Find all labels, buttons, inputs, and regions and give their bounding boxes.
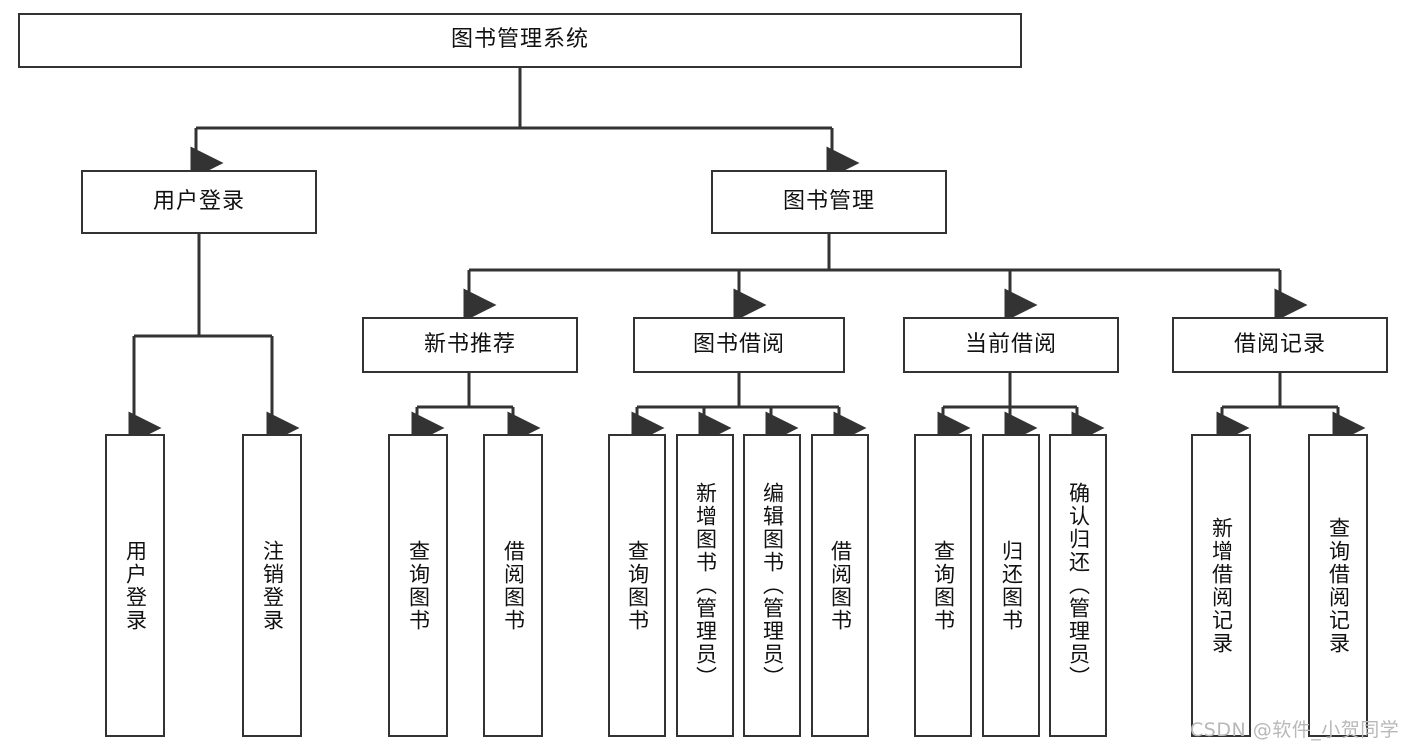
node-leaf-add-record[interactable]: 新增借阅记录 [1191, 434, 1251, 737]
node-leaf-add-book[interactable]: 新增图书（管理员） [676, 434, 734, 737]
node-book-manage-label: 图书管理 [782, 188, 875, 214]
node-leaf-return-book[interactable]: 归还图书 [982, 434, 1040, 737]
node-leaf-query-book-3[interactable]: 查询图书 [914, 434, 972, 737]
node-leaf-logout-label: 注销登录 [260, 539, 285, 632]
node-leaf-user-login[interactable]: 用户登录 [105, 434, 165, 737]
node-new-book-rec-label: 新书推荐 [423, 331, 516, 357]
node-leaf-query-book-2[interactable]: 查询图书 [608, 434, 666, 737]
node-leaf-borrow-book-2-label: 借阅图书 [828, 539, 853, 632]
node-user-login[interactable]: 用户登录 [81, 170, 317, 234]
node-leaf-borrow-book-1[interactable]: 借阅图书 [483, 434, 543, 737]
node-leaf-query-record-label: 查询借阅记录 [1326, 516, 1351, 655]
node-new-book-rec[interactable]: 新书推荐 [362, 317, 578, 373]
node-leaf-logout[interactable]: 注销登录 [242, 434, 302, 737]
node-leaf-query-book-2-label: 查询图书 [625, 539, 650, 632]
node-root[interactable]: 图书管理系统 [18, 13, 1022, 68]
node-borrow-record[interactable]: 借阅记录 [1172, 317, 1388, 373]
node-leaf-return-book-label: 归还图书 [999, 539, 1024, 632]
node-leaf-add-record-label: 新增借阅记录 [1209, 516, 1234, 655]
node-leaf-edit-book[interactable]: 编辑图书（管理员） [743, 434, 801, 737]
node-leaf-borrow-book-1-label: 借阅图书 [501, 539, 526, 632]
node-book-manage[interactable]: 图书管理 [711, 170, 947, 234]
node-current-borrow[interactable]: 当前借阅 [903, 317, 1119, 373]
node-leaf-query-book-3-label: 查询图书 [931, 539, 956, 632]
node-leaf-add-book-label: 新增图书（管理员） [693, 482, 718, 689]
node-leaf-confirm-return-label: 确认归还（管理员） [1066, 482, 1091, 689]
node-leaf-user-login-label: 用户登录 [123, 539, 148, 632]
node-book-borrow-label: 图书借阅 [692, 331, 785, 357]
node-leaf-query-book-1[interactable]: 查询图书 [388, 434, 448, 737]
node-leaf-confirm-return[interactable]: 确认归还（管理员） [1049, 434, 1107, 737]
node-leaf-query-record[interactable]: 查询借阅记录 [1308, 434, 1368, 737]
node-user-login-label: 用户登录 [152, 188, 245, 214]
node-leaf-query-book-1-label: 查询图书 [406, 539, 431, 632]
node-root-label: 图书管理系统 [450, 27, 589, 53]
csdn-watermark: CSDN @软件_小贺同学 [1190, 719, 1400, 741]
node-borrow-record-label: 借阅记录 [1233, 331, 1326, 357]
node-book-borrow[interactable]: 图书借阅 [633, 317, 845, 373]
node-leaf-borrow-book-2[interactable]: 借阅图书 [811, 434, 869, 737]
node-leaf-edit-book-label: 编辑图书（管理员） [760, 482, 785, 689]
node-current-borrow-label: 当前借阅 [964, 331, 1057, 357]
